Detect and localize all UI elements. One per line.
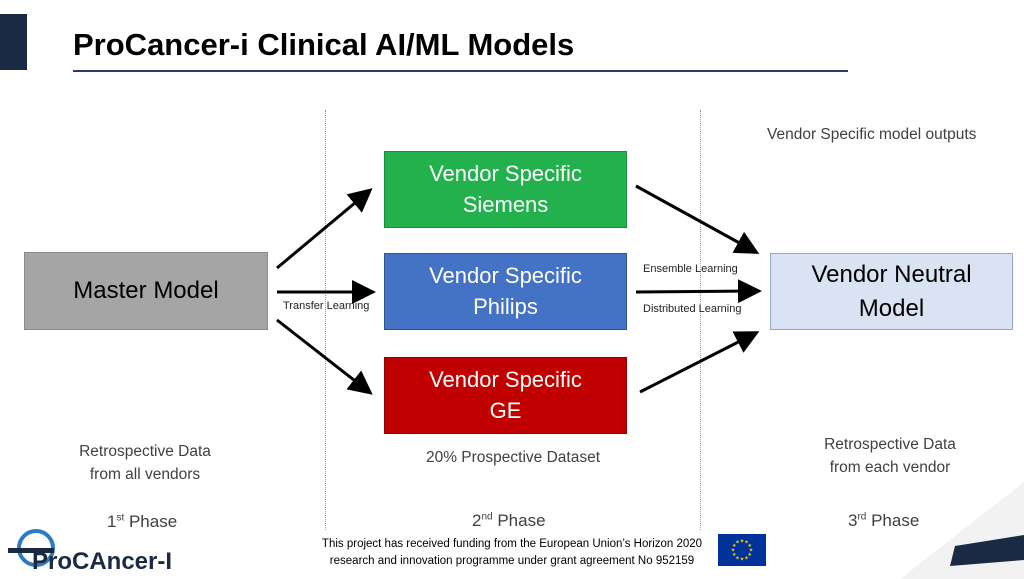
funding-statement: This project has received funding from t…: [312, 536, 712, 569]
arrow-ge-to-neutral: [639, 331, 760, 394]
vendor-neutral-box: Vendor Neutral Model: [770, 253, 1013, 330]
retro-all-line1: Retrospective Data: [79, 443, 211, 460]
arrow-philips-to-neutral: [635, 279, 762, 304]
prospective-note: 20% Prospective Dataset: [425, 449, 601, 466]
ge-line1: Vendor Specific: [429, 367, 582, 393]
svg-text:★: ★: [748, 552, 753, 558]
slide-title: ProCancer-i Clinical AI/ML Models: [73, 27, 575, 62]
svg-text:★: ★: [740, 557, 745, 563]
phase-divider-2: [700, 110, 701, 530]
philips-line2: Philips: [473, 293, 538, 319]
svg-text:★: ★: [732, 543, 737, 549]
funding-line2: research and innovation programme under …: [329, 554, 695, 567]
neutral-line2: Model: [858, 294, 925, 322]
title-accent-bar: [0, 14, 27, 70]
svg-text:★: ★: [731, 548, 736, 554]
retro-each-line2: from each vendor: [829, 459, 951, 477]
vendor-outputs-label: Vendor Specific model outputs: [767, 126, 977, 143]
siemens-line1: Vendor Specific: [429, 161, 582, 187]
title-underline: [73, 70, 848, 72]
svg-text:★: ★: [740, 539, 745, 545]
phase-2-label: 2nd Phase: [472, 511, 546, 530]
arrow-master-to-ge: [276, 318, 373, 395]
retro-each-line1: Retrospective Data: [824, 436, 956, 453]
procancer-logo: ProCAncer-I: [8, 529, 172, 575]
funding-line1: This project has received funding from t…: [321, 538, 703, 550]
philips-line1: Vendor Specific: [429, 263, 582, 289]
svg-text:★: ★: [744, 555, 749, 561]
ensemble-learning-label: Ensemble Learning: [643, 263, 738, 275]
vendor-siemens-box: Vendor Specific Siemens: [384, 151, 627, 228]
svg-text:★: ★: [732, 552, 737, 558]
master-model-box: Master Model: [24, 252, 268, 330]
phase-1-label: 1st Phase: [107, 512, 178, 531]
svg-text:★: ★: [744, 540, 749, 546]
phase-3-label: 3rd Phase: [848, 511, 920, 530]
arrow-siemens-to-neutral: [635, 184, 760, 254]
arrow-master-to-siemens: [276, 188, 373, 270]
eu-flag-icon: ★ ★ ★ ★ ★ ★ ★ ★ ★ ★ ★ ★: [718, 534, 766, 566]
retrospective-each-note: Retrospective Data from each vendor: [785, 433, 995, 480]
master-model-label: Master Model: [73, 277, 219, 305]
neutral-line1: Vendor Neutral: [811, 261, 972, 289]
svg-text:★: ★: [735, 540, 740, 546]
logo-wordmark: ProCAncer-I: [32, 548, 172, 575]
svg-text:★: ★: [748, 543, 753, 549]
phase-divider-1: [325, 110, 326, 530]
svg-text:★: ★: [749, 548, 754, 554]
corner-decoration: [900, 482, 1024, 579]
svg-text:★: ★: [735, 555, 740, 561]
transfer-learning-label: Transfer Learning: [283, 300, 370, 312]
retro-all-line2: from all vendors: [89, 466, 201, 484]
siemens-line2: Siemens: [462, 191, 549, 217]
retrospective-all-note: Retrospective Data from all vendors: [40, 440, 250, 487]
vendor-philips-box: Vendor Specific Philips: [384, 253, 627, 330]
ge-line2: GE: [489, 397, 522, 423]
distributed-learning-label: Distributed Learning: [643, 303, 742, 315]
vendor-ge-box: Vendor Specific GE: [384, 357, 627, 434]
